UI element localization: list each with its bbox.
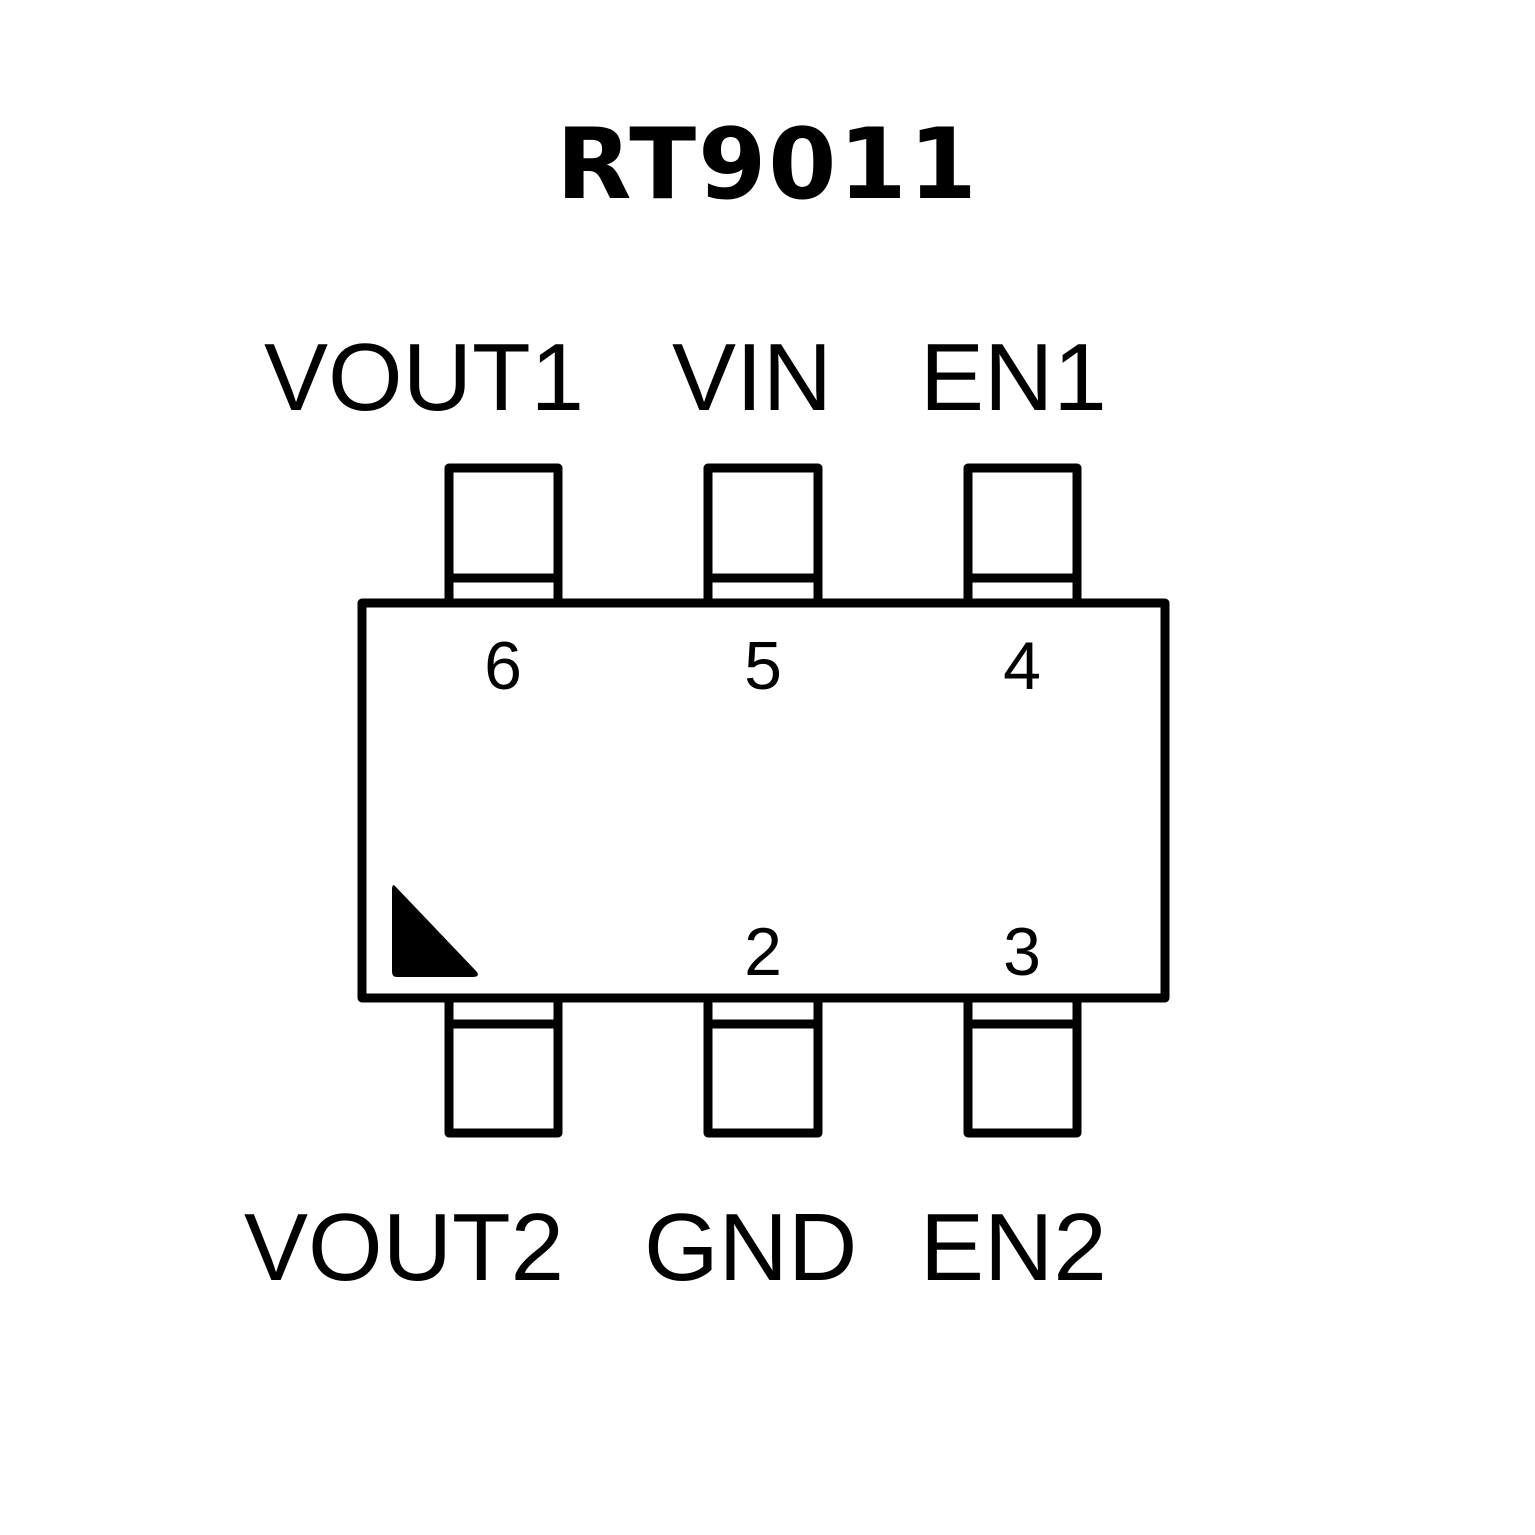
pin-name-vout2: VOUT2 — [244, 1194, 565, 1301]
pin-name-en2: EN2 — [920, 1194, 1107, 1301]
pin-name-vin: VIN — [672, 324, 833, 431]
pin-lead-4 — [963, 463, 1082, 603]
pin-name-vout1: VOUT1 — [264, 324, 585, 431]
pin-lead-1 — [444, 998, 563, 1138]
pin-name-gnd: GND — [644, 1194, 858, 1301]
pin-number-2: 2 — [744, 914, 782, 990]
pin-number-4: 4 — [1003, 628, 1041, 704]
pin-name-en1: EN1 — [920, 324, 1107, 431]
pin-lead-5 — [703, 463, 823, 603]
pin-lead-3 — [963, 998, 1082, 1138]
pin-number-6: 6 — [484, 628, 522, 704]
chip-title: RT9011 — [556, 108, 979, 222]
pin-number-3: 3 — [1003, 914, 1041, 990]
pin-lead-2 — [703, 998, 823, 1138]
pin-number-5: 5 — [744, 628, 782, 704]
chip-body — [357, 598, 1170, 1003]
pin-lead-6 — [444, 463, 563, 603]
pin1-triangle-marker — [392, 885, 478, 977]
